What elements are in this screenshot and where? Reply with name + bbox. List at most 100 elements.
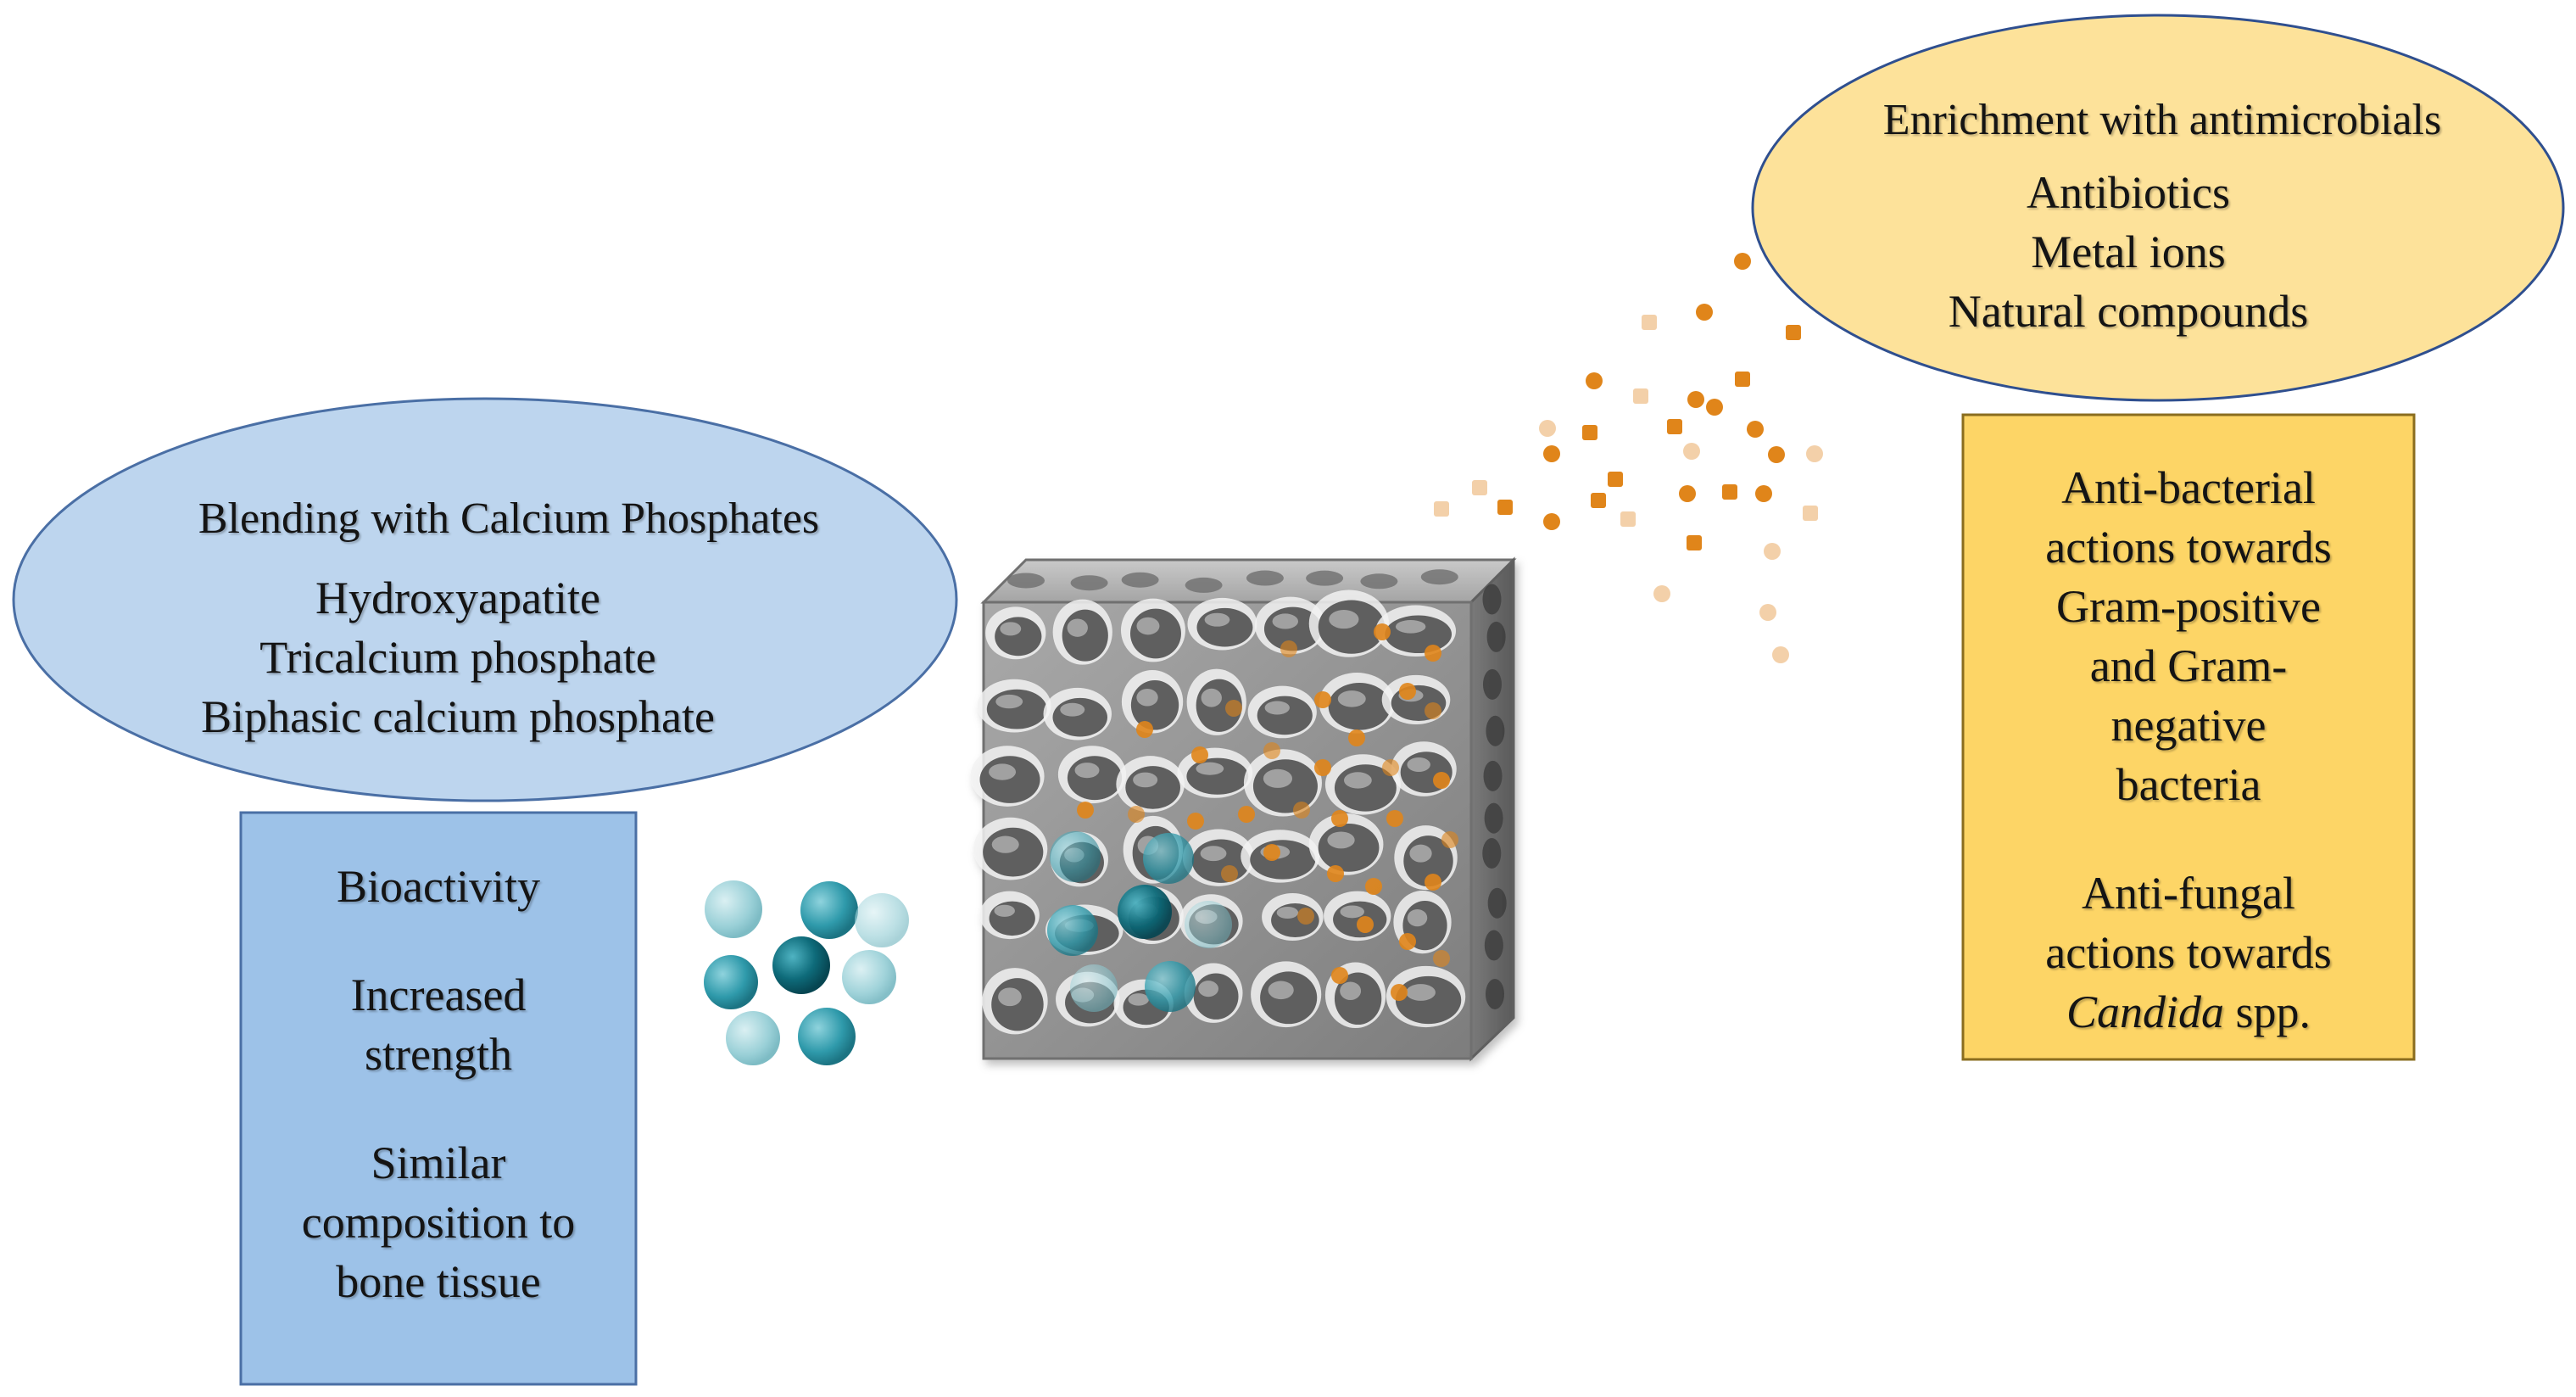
scaffold-pore-highlight xyxy=(1340,905,1364,919)
scaffold-pore xyxy=(1129,608,1181,659)
scaffold-side-pore xyxy=(1482,838,1502,869)
calcium-item-tricalcium: Tricalcium phosphate xyxy=(259,632,656,683)
calcium-sphere xyxy=(705,880,762,938)
scaffold-pore-highlight xyxy=(1409,844,1432,863)
scaffold-teal-sphere xyxy=(1145,961,1196,1012)
scaffold-orange-dot xyxy=(1382,759,1399,776)
scaffold-orange-dot xyxy=(1433,772,1450,789)
scaffold-pore-highlight xyxy=(989,763,1017,780)
scaffold-orange-dot xyxy=(1433,950,1450,967)
benefit-similar-line3: bone tissue xyxy=(336,1256,541,1307)
scaffold-side-pore xyxy=(1484,802,1503,834)
calcium-sphere xyxy=(704,955,758,1009)
antibacterial-line-5: negative xyxy=(2110,700,2267,751)
porous-scaffold-cube-icon xyxy=(970,556,1517,1062)
scaffold-orange-dot xyxy=(1191,746,1208,763)
antimicrobial-particle xyxy=(1653,585,1670,602)
scaffold-teal-sphere xyxy=(1143,833,1194,884)
scaffold-top-pore xyxy=(1007,573,1045,589)
scaffold-orange-dot xyxy=(1441,831,1458,848)
scaffold-pore xyxy=(1318,824,1380,872)
candida-genus: Candida xyxy=(2066,986,2224,1037)
scaffold-side-pore xyxy=(1484,930,1503,961)
antimicrobial-item-metal-ions: Metal ions xyxy=(2031,226,2226,277)
scaffold-orange-dot xyxy=(1293,802,1310,819)
scaffold-pore-highlight xyxy=(1406,984,1436,1001)
scaffold-pore-highlight xyxy=(994,904,1015,917)
scaffold-orange-dot xyxy=(1280,640,1297,657)
scaffold-pore xyxy=(986,689,1047,729)
scaffold-pore xyxy=(983,827,1044,877)
benefit-strength-line1: Increased xyxy=(350,970,527,1020)
calcium-sphere xyxy=(798,1008,856,1065)
scaffold-top-pore xyxy=(1121,572,1159,588)
scaffold-teal-sphere xyxy=(1118,885,1172,939)
scaffold-pore-highlight xyxy=(1327,831,1355,849)
calcium-sphere xyxy=(772,936,830,994)
antimicrobial-particle xyxy=(1734,253,1751,270)
scaffold-pore-highlight xyxy=(1263,768,1293,788)
scaffold-pore xyxy=(1260,971,1318,1025)
scaffold-pore-highlight xyxy=(1067,618,1088,637)
antimicrobial-particle xyxy=(1764,543,1781,560)
calcium-benefits-box xyxy=(239,811,638,1386)
scaffold-side-pore xyxy=(1482,668,1502,700)
antibacterial-line-4: and Gram- xyxy=(2089,640,2288,691)
antimicrobial-particle xyxy=(1803,506,1818,521)
scaffold-teal-sphere xyxy=(1185,901,1232,948)
scaffold-top-pore xyxy=(1246,570,1284,586)
scaffold-pore-highlight xyxy=(1343,772,1372,789)
scaffold-orange-dot xyxy=(1314,691,1331,708)
antimicrobial-particle xyxy=(1735,372,1750,387)
scaffold-pore xyxy=(1067,756,1123,801)
scaffold-orange-dot xyxy=(1225,700,1242,717)
antimicrobial-particle xyxy=(1586,372,1603,389)
scaffold-orange-dot xyxy=(1386,810,1403,827)
antimicrobial-particle xyxy=(1667,419,1682,434)
scaffold-pore xyxy=(1193,973,1239,1020)
scaffold-orange-dot xyxy=(1425,702,1441,719)
scaffold-top-pore xyxy=(1070,575,1108,591)
scaffold-orange-dot xyxy=(1391,984,1408,1001)
scaffold-pore-highlight xyxy=(1329,610,1359,629)
scaffold-orange-dot xyxy=(1238,806,1255,823)
scaffold-orange-dot xyxy=(1221,865,1238,882)
scaffold-orange-dot xyxy=(1314,759,1331,776)
scaffold-pore xyxy=(1062,609,1108,662)
scaffold-pore-highlight xyxy=(1204,612,1230,627)
antimicrobial-particle xyxy=(1543,513,1560,530)
scaffold-pore xyxy=(1191,839,1251,883)
scaffold-top-pore xyxy=(1306,570,1344,586)
scaffold-orange-dot xyxy=(1187,813,1204,830)
antimicrobial-particle xyxy=(1755,485,1772,502)
antimicrobial-particle xyxy=(1747,421,1764,438)
benefit-bioactivity: Bioactivity xyxy=(337,861,540,912)
scaffold-pore xyxy=(979,756,1040,803)
antifungal-line-3: Candida spp. xyxy=(1963,982,2414,1042)
antimicrobial-particle xyxy=(1543,445,1560,462)
scaffold-orange-dot xyxy=(1331,810,1348,827)
scaffold-teal-sphere xyxy=(1070,964,1118,1012)
scaffold-top-pore xyxy=(1185,577,1223,593)
scaffold-pore-highlight xyxy=(1395,619,1426,634)
antimicrobial-particle xyxy=(1679,485,1696,502)
scaffold-pore xyxy=(991,978,1044,1031)
calcium-item-biphasic: Biphasic calcium phosphate xyxy=(201,691,715,742)
antimicrobial-particle xyxy=(1642,315,1657,330)
scaffold-pore xyxy=(1395,975,1462,1025)
calcium-sphere xyxy=(800,881,858,939)
scaffold-orange-dot xyxy=(1136,721,1153,738)
antimicrobial-particle xyxy=(1608,472,1623,487)
calcium-sphere xyxy=(726,1011,780,1065)
scaffold-side-pore xyxy=(1486,715,1505,746)
antimicrobial-item-antibiotics: Antibiotics xyxy=(2027,167,2230,218)
calcium-benefits-text: Bioactivity Increased strength Similar c… xyxy=(241,857,636,1311)
scaffold-pore-highlight xyxy=(1200,846,1227,862)
antimicrobial-particle xyxy=(1768,446,1785,463)
antimicrobials-ellipse xyxy=(1751,14,2565,402)
scaffold-top-pore xyxy=(1420,569,1458,585)
scaffold-pore xyxy=(1328,683,1391,730)
antimicrobial-particle xyxy=(1472,480,1487,495)
scaffold-orange-dot xyxy=(1327,865,1344,882)
